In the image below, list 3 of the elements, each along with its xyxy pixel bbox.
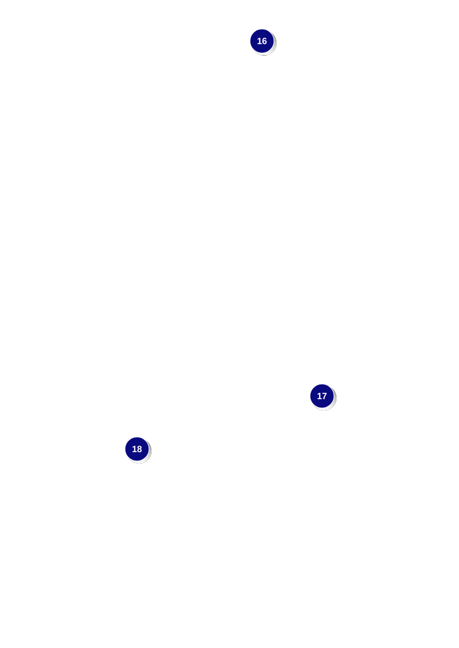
callout-number: 18: [124, 436, 152, 464]
callout-number: 16: [250, 28, 276, 56]
callout-number: 17: [310, 384, 336, 410]
